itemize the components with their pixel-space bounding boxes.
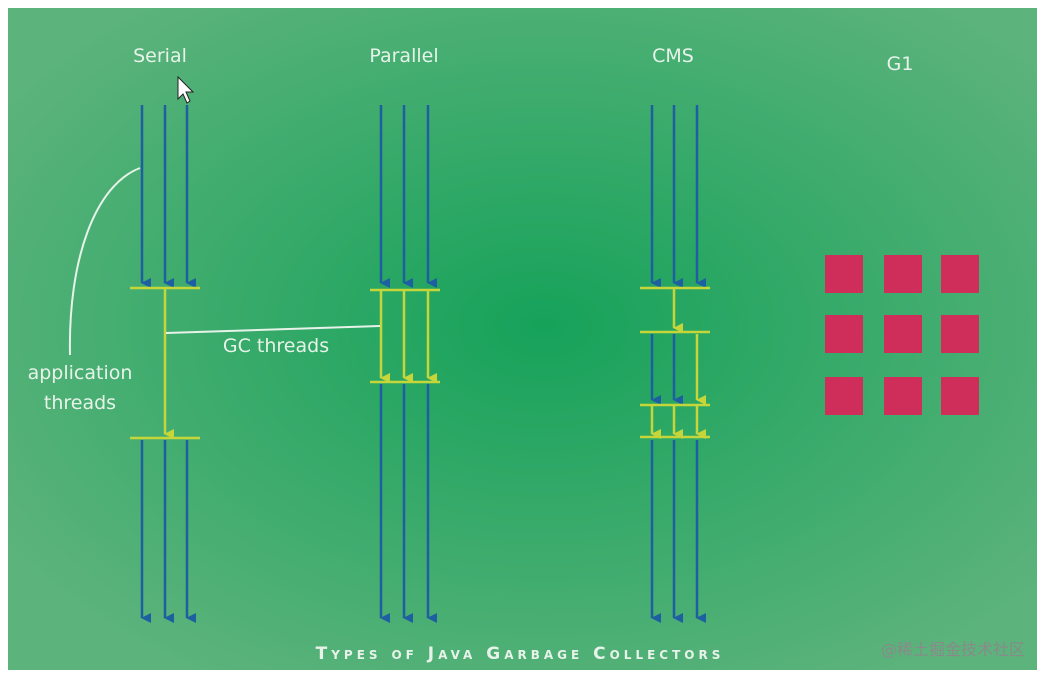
g1-title: G1 (887, 53, 914, 75)
gc-threads-label: GC threads (223, 335, 329, 357)
cms-app-threads-bottom (650, 440, 706, 623)
serial-gc-phase (130, 286, 200, 440)
parallel-collector (370, 105, 440, 623)
watermark-text: @稀土掘金技术社区 (880, 640, 1025, 659)
cms-concurrent-phase (650, 334, 706, 405)
cms-remark (640, 403, 710, 439)
application-threads-label-line2: threads (44, 392, 116, 414)
cms-collector (640, 105, 710, 623)
heap-region (941, 377, 979, 415)
serial-app-threads-bottom (140, 440, 196, 623)
cms-initial-mark (640, 286, 710, 334)
heap-region (825, 377, 863, 415)
heap-region (884, 377, 922, 415)
heap-region (825, 315, 863, 353)
application-threads-callout-line (68, 167, 141, 356)
serial-title: Serial (133, 45, 187, 67)
serial-collector (130, 105, 200, 623)
cms-title: CMS (652, 45, 694, 67)
heap-region (825, 255, 863, 293)
parallel-title: Parallel (369, 45, 438, 67)
mouse-cursor-icon (177, 75, 195, 104)
heap-region (941, 315, 979, 353)
application-threads-label-line1: application (28, 362, 133, 384)
parallel-app-threads-bottom (379, 384, 437, 623)
cms-app-threads-top (650, 105, 706, 288)
serial-app-threads-top (140, 105, 196, 288)
diagram-footer-title: Types of Java Garbage Collectors (316, 644, 725, 664)
heap-region (884, 315, 922, 353)
heap-region (884, 255, 922, 293)
diagram-background (8, 8, 1037, 670)
g1-heap-regions (825, 255, 979, 415)
parallel-gc-phase (370, 288, 440, 384)
parallel-app-threads-top (379, 105, 437, 288)
gc-threads-callout-line (165, 325, 381, 334)
heap-region (941, 255, 979, 293)
